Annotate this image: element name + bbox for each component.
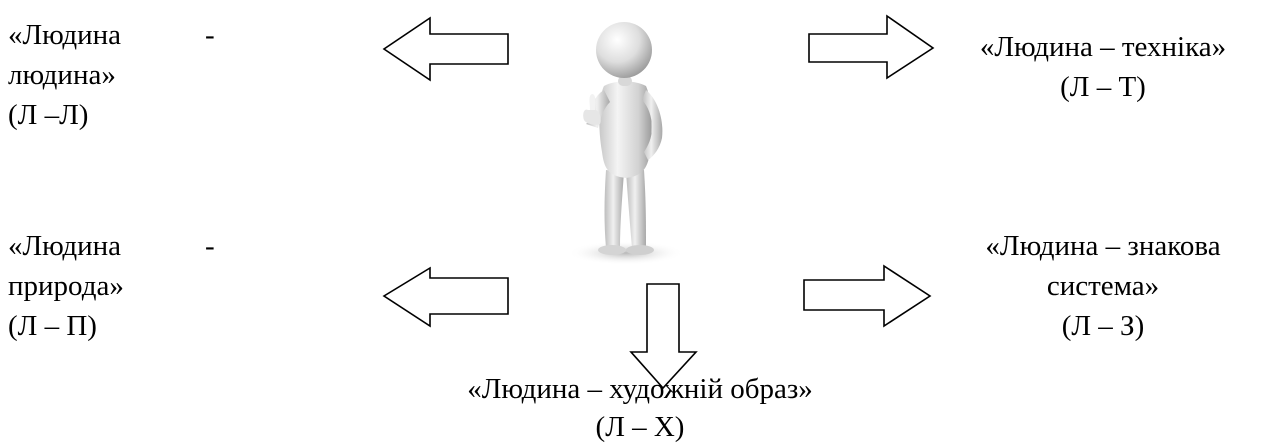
arrow-down-center: [629, 283, 698, 390]
human-sign-system-line1: «Людина – знакова: [985, 230, 1221, 262]
human-nature-line1: «Людина: [8, 230, 122, 262]
human-nature-line2: природа»: [8, 270, 124, 302]
person-thumbs-up-icon: [568, 22, 684, 265]
human-sign-system-line2: система»: [1046, 270, 1160, 302]
human-human-abbr: (Л –Л): [8, 99, 89, 131]
arrow-left-top: [382, 16, 509, 82]
human-artistic-image-line1: «Людина – художній образ»: [467, 373, 813, 405]
human-technology-line1: «Людина – техніка»: [979, 31, 1227, 63]
human-nature-dash: -: [205, 230, 215, 262]
human-sign-system-abbr: (Л – З): [1061, 310, 1145, 342]
arrow-left-bottom: [382, 266, 509, 328]
human-human-dash: -: [205, 19, 215, 51]
human-human-line2: людина»: [8, 59, 116, 91]
human-artistic-image-abbr: (Л – Х): [595, 411, 685, 443]
arrow-right-bottom: [803, 264, 932, 328]
arrow-right-top: [808, 14, 935, 80]
human-nature-abbr: (Л – П): [8, 310, 97, 342]
human-technology-abbr: (Л – Т): [1060, 71, 1146, 103]
human-human-line1: «Людина: [8, 19, 122, 51]
